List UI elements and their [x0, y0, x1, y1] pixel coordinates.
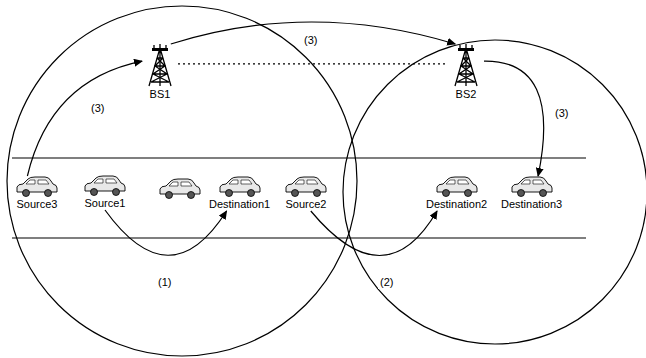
base-station-node: BS2	[448, 44, 484, 101]
tower-icon	[144, 44, 176, 88]
vehicle-node: Destination2	[424, 176, 489, 211]
vehicle-node: Destination3	[499, 176, 564, 211]
transmission-arrow	[27, 61, 142, 176]
car-icon	[160, 179, 200, 199]
step-number: (3)	[302, 34, 319, 47]
backhaul-link	[178, 63, 448, 64]
road-edge	[12, 237, 586, 238]
step-number: (2)	[378, 276, 395, 289]
step-number: (3)	[553, 107, 570, 120]
vehicle-node: Source2	[282, 176, 330, 211]
station-label: BS2	[456, 88, 477, 101]
step-number: (3)	[89, 102, 106, 115]
station-label: BS1	[150, 88, 171, 101]
tower-icon	[450, 44, 482, 88]
coverage-circle	[7, 6, 357, 356]
vehicle-label: Destination3	[501, 198, 562, 211]
transmission-arrow	[484, 61, 544, 176]
car-icon	[510, 176, 554, 198]
vehicle-label: Destination1	[209, 198, 270, 211]
car-icon	[83, 175, 127, 197]
vehicle-label: Source2	[286, 198, 327, 211]
coverage-circle	[343, 40, 646, 344]
road-edge	[12, 157, 586, 158]
vehicle-label: Source3	[17, 198, 58, 211]
car-icon	[15, 176, 59, 198]
vehicle-label: Source1	[85, 197, 126, 210]
vehicle-label: Destination2	[426, 198, 487, 211]
step-number: (1)	[156, 276, 173, 289]
vehicle-node: Destination1	[207, 176, 272, 211]
transmission-arrow	[105, 210, 227, 255]
car-icon	[218, 176, 262, 198]
transmission-arrow	[311, 211, 437, 256]
base-station-node: BS1	[142, 44, 178, 101]
car-icon	[284, 176, 328, 198]
car-icon	[435, 176, 479, 198]
vehicle-node: Source1	[81, 175, 129, 210]
vehicle-node: Source3	[13, 176, 61, 211]
